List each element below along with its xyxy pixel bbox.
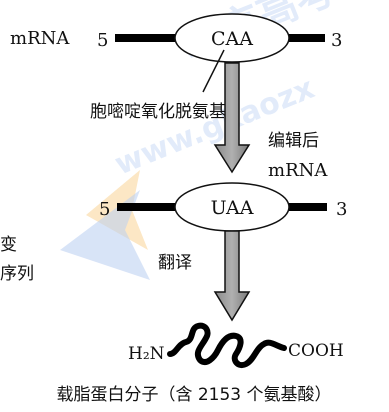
bottom-three-prime: 3 [336,199,347,220]
mrna-label: mRNA [10,28,70,49]
protein-caption: 载脂蛋白分子（含 2153 个氨基酸） [56,385,331,405]
edited-label-line1: 编辑后 [268,131,319,151]
enzyme-pointer-line [202,49,225,93]
c-terminus: COOH [288,341,344,361]
top-five-prime: 5 [97,30,108,51]
top-codon-ellipse [174,13,290,63]
protein-chain [167,322,287,368]
enzyme-label: 胞嘧啶氧化脱氨基 [90,102,226,122]
side-fragment-2: 序列 [0,264,34,284]
bottom-codon: UAA [211,197,254,219]
bottom-five-prime: 5 [99,199,110,220]
edited-label-line2: mRNA [268,160,328,181]
top-three-prime: 3 [331,30,342,51]
side-fragment-1: 变 [0,235,17,255]
editing-arrow [213,62,251,174]
translation-label: 翻译 [158,253,192,273]
watermark-blue-chevron [60,190,150,280]
top-codon: CAA [211,28,253,50]
translation-arrow [213,230,251,322]
n-terminus: H₂N [128,344,165,364]
